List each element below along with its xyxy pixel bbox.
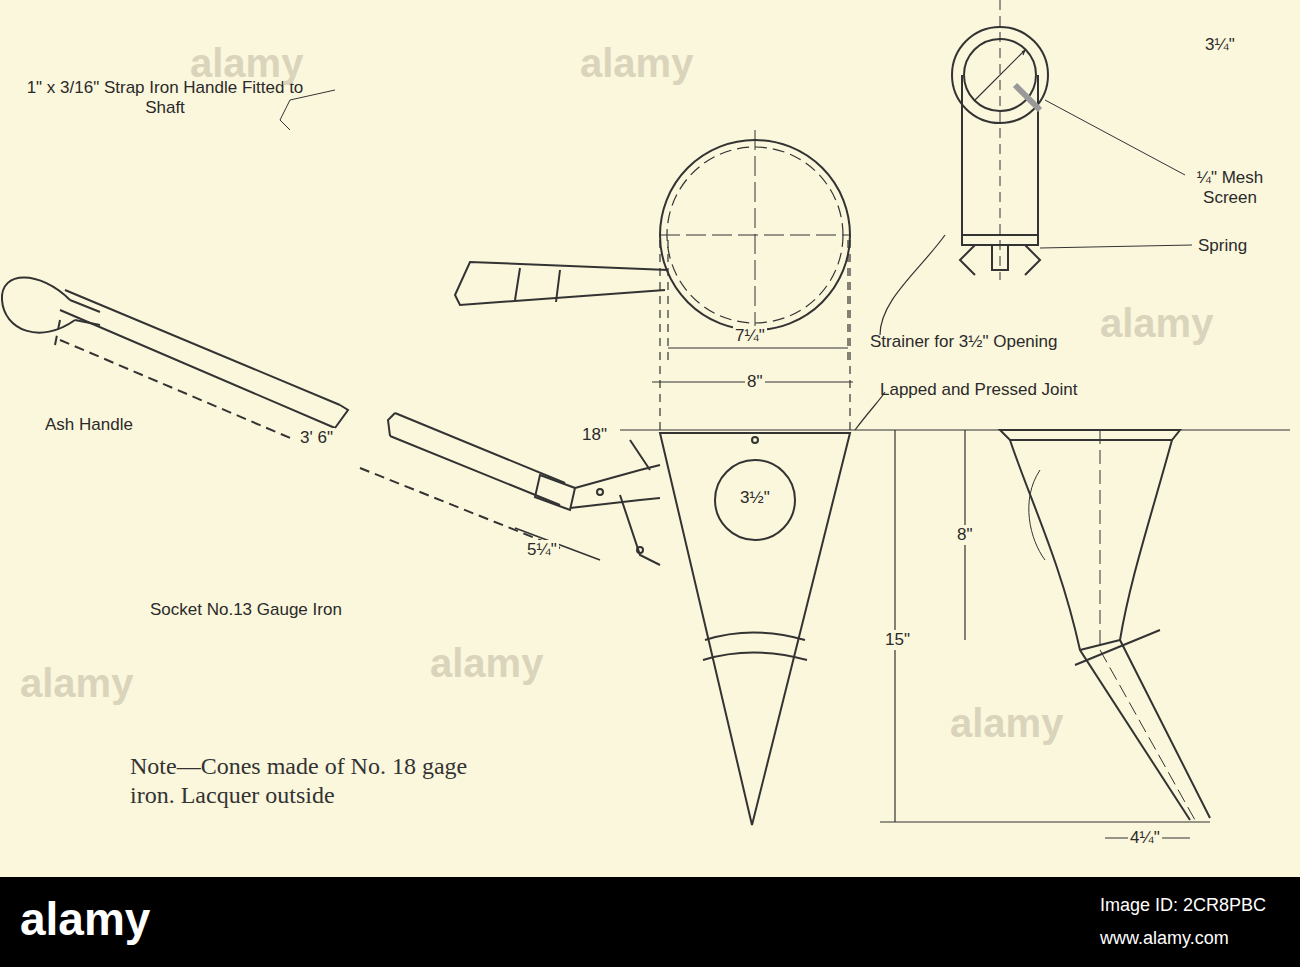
- watermark: alamy: [1100, 300, 1213, 346]
- part-label: Strainer for 3½" Opening: [870, 332, 1057, 352]
- watermark: alamy: [20, 660, 133, 706]
- watermark: alamy: [430, 640, 543, 686]
- note-text: Note—Cones made of No. 18 gage iron. Lac…: [130, 752, 470, 810]
- part-label: Spring: [1198, 236, 1247, 256]
- logo-text: alamy: [20, 893, 150, 946]
- watermark: alamy: [950, 700, 1063, 746]
- dimension: 18": [580, 425, 609, 445]
- part-label: Ash Handle: [45, 415, 133, 435]
- footer-bar: [0, 877, 1300, 967]
- dimension: 4¼": [1128, 828, 1162, 848]
- funnel-illustration: [0, 0, 1300, 877]
- dimension: 3¼": [1205, 35, 1235, 55]
- dimension: 3½": [740, 488, 770, 508]
- dimension: 5¼": [525, 540, 559, 560]
- dimension: 8": [745, 372, 765, 392]
- part-label: ¼" Mesh Screen: [1190, 168, 1270, 207]
- image-id: Image ID: 2CR8PBC: [1100, 895, 1266, 916]
- watermark: alamy: [580, 40, 693, 86]
- dimension: 8": [955, 525, 975, 545]
- site-url: www.alamy.com: [1100, 928, 1229, 949]
- dimension: 3' 6": [298, 428, 335, 448]
- dimension: 7¼": [733, 326, 767, 346]
- watermark: alamy: [190, 40, 303, 86]
- note-label: Lapped and Pressed Joint: [880, 380, 1078, 400]
- part-label: Socket No.13 Gauge Iron: [150, 600, 342, 620]
- dimension: 15": [883, 630, 912, 650]
